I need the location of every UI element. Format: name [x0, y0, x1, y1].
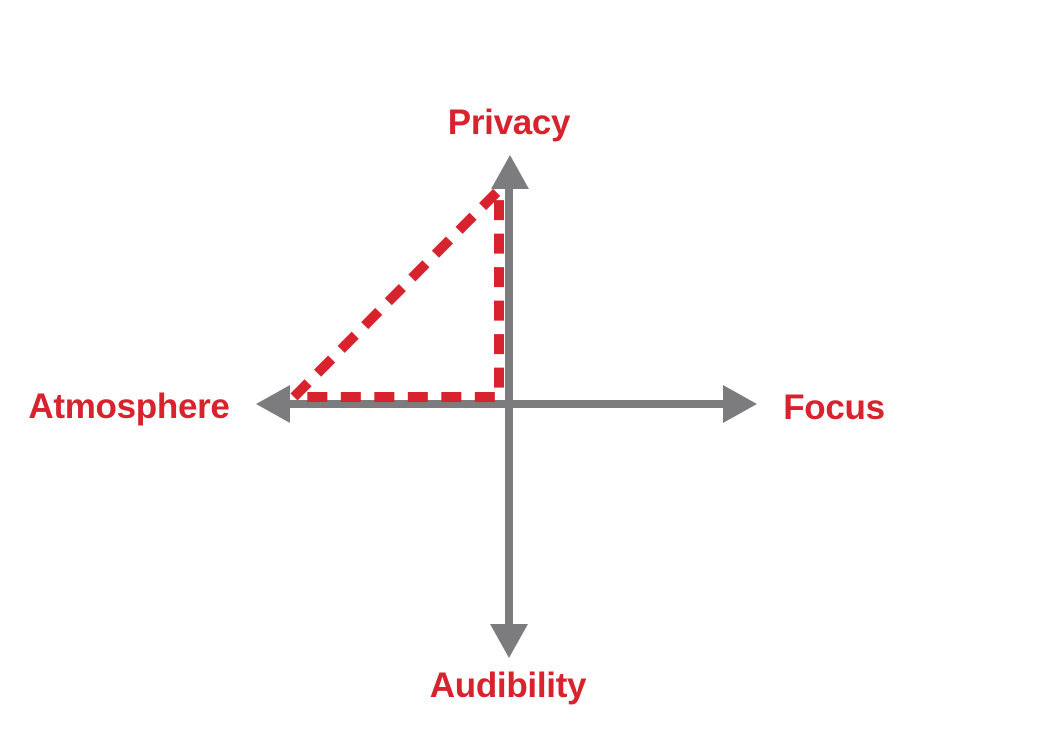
down-arrowhead-icon: [490, 624, 528, 658]
axis-label-focus: Focus: [783, 388, 885, 427]
right-arrowhead-icon: [723, 385, 757, 423]
axis-label-privacy: Privacy: [447, 103, 571, 142]
up-arrowhead-icon: [491, 155, 529, 189]
left-arrowhead-icon: [256, 385, 290, 423]
axis-label-atmosphere: Atmosphere: [28, 387, 230, 426]
axis-label-audibility: Audibility: [429, 666, 587, 705]
dashed-triangle-outline: [282, 177, 504, 402]
